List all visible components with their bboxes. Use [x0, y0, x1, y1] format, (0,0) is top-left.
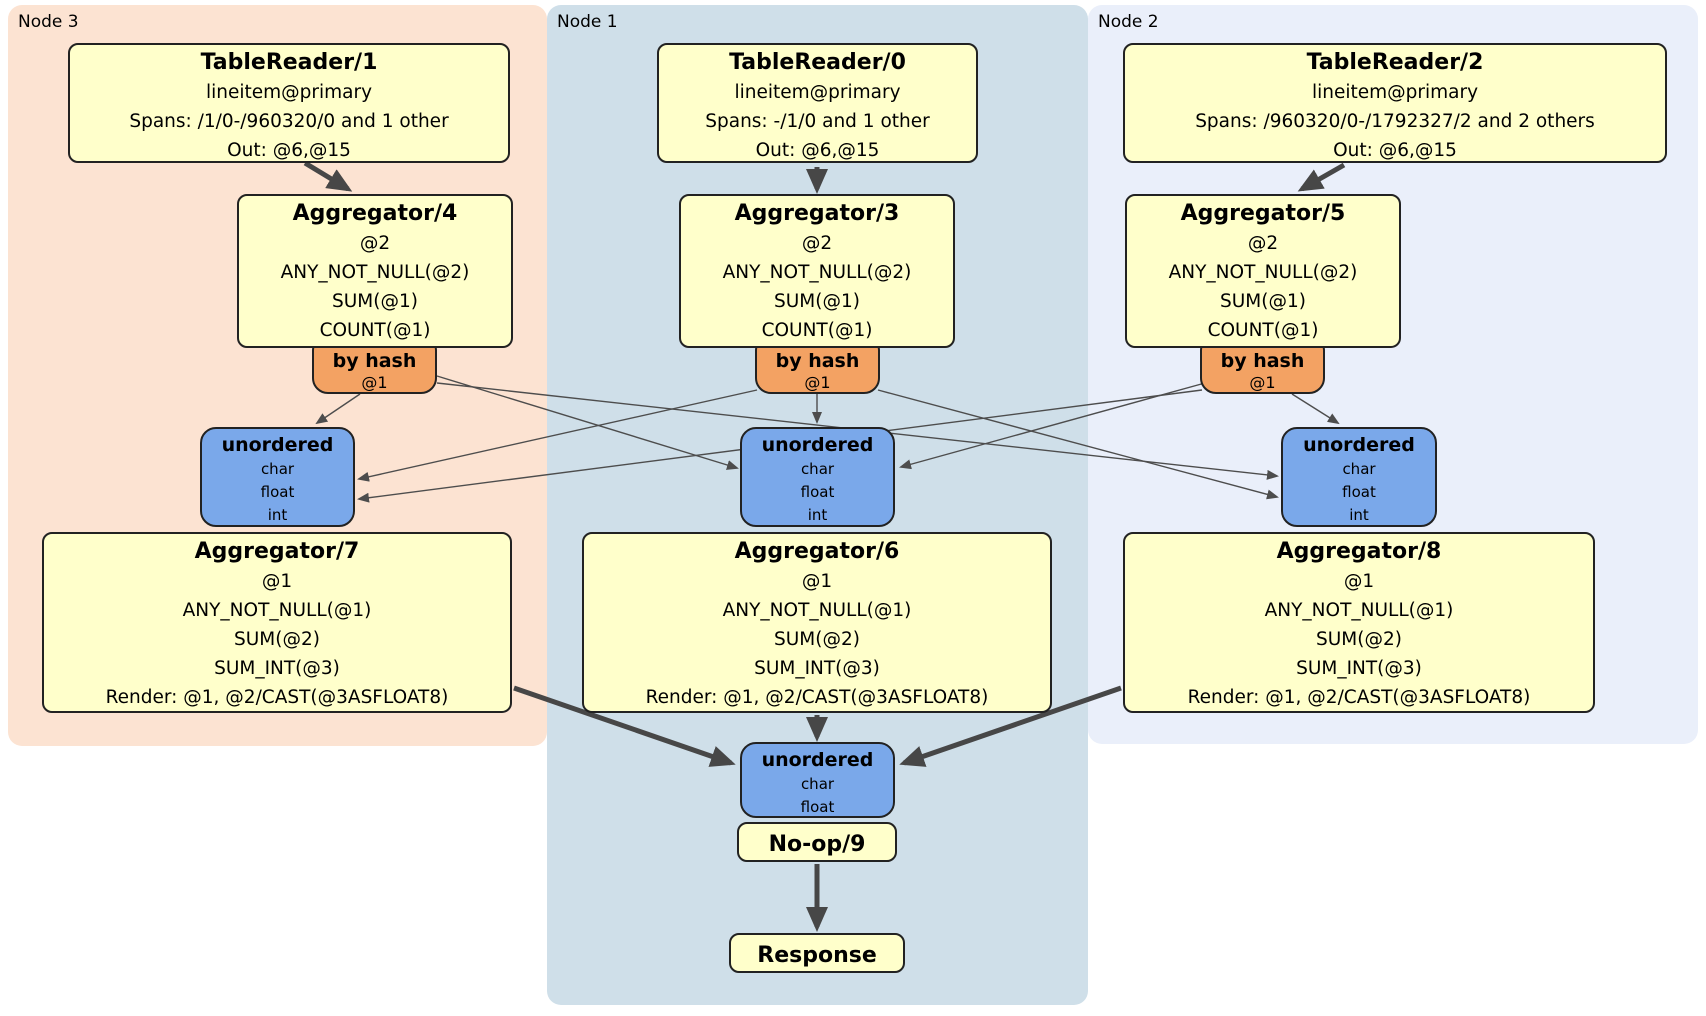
flow-arrow — [899, 685, 1122, 767]
box-line: COUNT(@1) — [319, 320, 431, 341]
box-line: @1 — [801, 571, 833, 592]
box-line: Spans: -/1/0 and 1 other — [705, 111, 930, 132]
box-line: ANY_NOT_NULL(@2) — [722, 262, 912, 283]
box-title: unordered — [761, 749, 874, 771]
box-title: TableReader/1 — [200, 50, 378, 75]
box-line: COUNT(@1) — [1207, 320, 1319, 341]
box-title: by hash — [1220, 350, 1305, 372]
box-line: COUNT(@1) — [761, 320, 873, 341]
unordered-sync-node3-box: unordered char float int — [200, 427, 355, 527]
box-line: char — [1342, 460, 1376, 478]
box-line: Out: @6,@15 — [755, 140, 880, 161]
box-title: by hash — [332, 350, 417, 372]
box-title: by hash — [775, 350, 860, 372]
box-title: unordered — [1303, 434, 1415, 456]
flow-arrow — [303, 160, 353, 192]
box-line: Spans: /960320/0-/1792327/2 and 2 others — [1195, 111, 1595, 132]
box-line: lineitem@primary — [205, 82, 373, 103]
stream-edge — [315, 393, 361, 425]
box-line: SUM(@1) — [332, 291, 418, 312]
box-line: lineitem@primary — [734, 82, 901, 103]
region-label-node-2: Node 2 — [1098, 12, 1159, 32]
region-label-node-1: Node 1 — [557, 12, 618, 32]
box-line: ANY_NOT_NULL(@1) — [1264, 600, 1454, 621]
box-line: lineitem@primary — [1311, 82, 1479, 103]
response-box: Response — [729, 933, 905, 973]
box-line: char — [800, 460, 835, 478]
box-line: char — [260, 460, 295, 478]
box-line: Render: @1, @2/CAST(@3ASFLOAT8) — [645, 687, 989, 708]
unordered-sync-node2-box: unordered char float int — [1281, 427, 1437, 527]
box-title: unordered — [761, 434, 874, 456]
stream-edge — [877, 389, 1279, 500]
unordered-sync-node1-box: unordered char float int — [740, 427, 895, 527]
box-line: ANY_NOT_NULL(@2) — [280, 262, 470, 283]
box-title: Aggregator/8 — [1276, 539, 1442, 564]
box-title: Response — [757, 943, 877, 968]
box-line: Render: @1, @2/CAST(@3ASFLOAT8) — [1187, 687, 1531, 708]
box-line: SUM(@1) — [774, 291, 860, 312]
box-line: SUM(@2) — [1316, 629, 1402, 650]
box-line: int — [1349, 506, 1369, 524]
box-title: Aggregator/3 — [734, 201, 900, 226]
box-line: char — [800, 775, 835, 793]
region-label-node-3: Node 3 — [18, 12, 79, 32]
box-line: ANY_NOT_NULL(@1) — [182, 600, 372, 621]
box-line: @1 — [1249, 373, 1276, 392]
box-line: SUM_INT(@3) — [754, 658, 880, 679]
box-line: SUM(@2) — [234, 629, 320, 650]
box-line: Render: @1, @2/CAST(@3ASFLOAT8) — [105, 687, 449, 708]
box-line: Out: @6,@15 — [1333, 140, 1457, 161]
box-title: Aggregator/4 — [292, 201, 458, 226]
box-line: int — [807, 506, 828, 524]
box-line: @1 — [804, 373, 831, 392]
box-title: unordered — [221, 434, 334, 456]
box-line: SUM_INT(@3) — [1296, 658, 1422, 679]
flow-arrow — [1297, 162, 1346, 192]
box-title: TableReader/2 — [1306, 50, 1484, 75]
box-line: @2 — [359, 233, 391, 254]
flow-arrow — [513, 685, 736, 767]
no-op-9-box: No-op/9 — [737, 822, 897, 862]
stream-edge — [357, 389, 758, 482]
box-title: No-op/9 — [768, 832, 866, 857]
box-line: int — [267, 506, 288, 524]
box-line: Out: @6,@15 — [227, 140, 351, 161]
box-line: SUM(@1) — [1220, 291, 1306, 312]
box-line: Spans: /1/0-/960320/0 and 1 other — [129, 111, 449, 132]
box-line: float — [800, 483, 835, 501]
box-line: float — [800, 798, 835, 816]
box-line: ANY_NOT_NULL(@2) — [1168, 262, 1358, 283]
box-title: TableReader/0 — [729, 50, 906, 75]
unordered-sync-final-box: unordered char float — [740, 742, 895, 818]
box-line: @2 — [801, 233, 833, 254]
box-line: @1 — [361, 373, 388, 392]
box-line: ANY_NOT_NULL(@1) — [722, 600, 912, 621]
box-line: float — [1342, 483, 1376, 501]
stream-edge — [899, 382, 1206, 470]
box-line: float — [260, 483, 295, 501]
box-line: SUM_INT(@3) — [214, 658, 340, 679]
box-line: @1 — [261, 571, 293, 592]
stream-edge — [1291, 393, 1340, 425]
box-title: Aggregator/6 — [734, 539, 900, 564]
box-title: Aggregator/5 — [1180, 201, 1346, 226]
box-line: SUM(@2) — [774, 629, 860, 650]
stream-edge — [436, 375, 739, 470]
box-line: @1 — [1343, 571, 1375, 592]
box-title: Aggregator/7 — [194, 539, 360, 564]
box-line: @2 — [1247, 233, 1279, 254]
